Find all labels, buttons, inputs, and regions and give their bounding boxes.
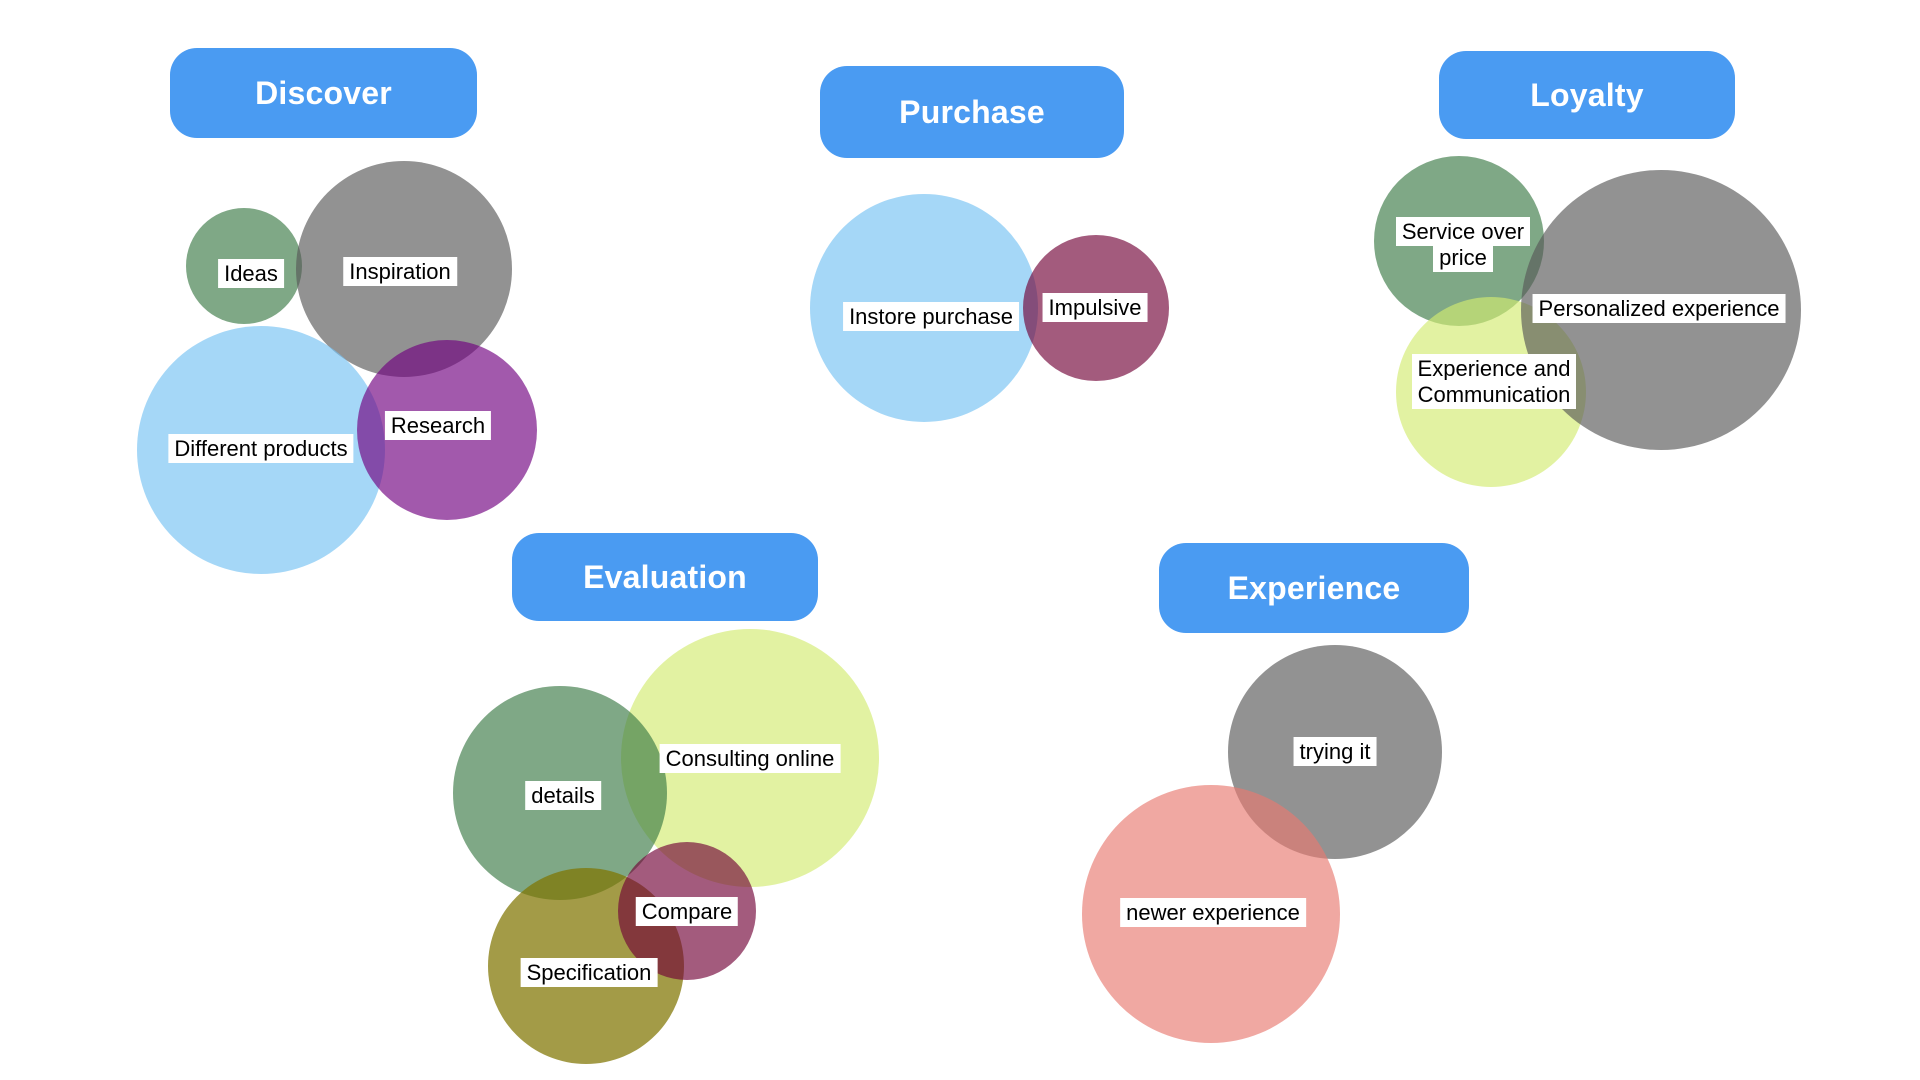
bubble-label-service-over-price: Service over price [1392,217,1534,272]
stage-header-evaluation[interactable]: Evaluation [512,533,818,621]
bubble-label-impulsive: Impulsive [1042,293,1148,322]
bubble-label-ideas: Ideas [218,259,284,288]
stage-header-loyalty[interactable]: Loyalty [1439,51,1735,139]
stage-header-experience[interactable]: Experience [1159,543,1469,633]
bubble-label-different-products: Different products [168,434,354,463]
bubble-label-personalized-experience: Personalized experience [1532,294,1786,323]
bubble-label-trying-it: trying it [1293,737,1377,766]
stage-header-experience-label: Experience [1227,569,1401,606]
bubble-label-newer-experience: newer experience [1120,898,1306,927]
bubble-label-specification: Specification [520,958,658,987]
stage-header-evaluation-label: Evaluation [583,558,747,595]
bubble-label-consulting-online: Consulting online [659,744,841,773]
bubble-label-inspiration: Inspiration [343,257,457,286]
bubble-label-experience-and-communication: Experience and Communication [1404,354,1584,409]
stage-header-loyalty-label: Loyalty [1530,76,1644,113]
bubble-label-research: Research [384,411,492,440]
bubble-label-details: details [525,781,601,810]
stage-header-purchase[interactable]: Purchase [820,66,1124,158]
bubble-label-compare: Compare [635,897,739,926]
stage-header-discover[interactable]: Discover [170,48,477,138]
stage-header-purchase-label: Purchase [899,93,1045,130]
bubble-label-instore-purchase: Instore purchase [843,302,1019,331]
stage-header-discover-label: Discover [255,74,392,111]
